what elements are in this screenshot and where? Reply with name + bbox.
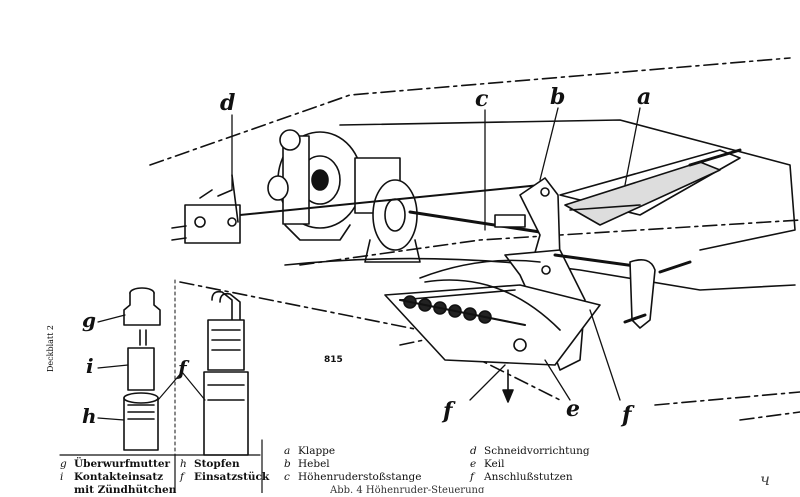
callout-c: c xyxy=(475,86,489,112)
cutting-device-d xyxy=(171,174,241,244)
leader-lines xyxy=(231,107,641,401)
callout-a: a xyxy=(637,84,652,110)
rod-c xyxy=(408,210,542,234)
flap-a xyxy=(564,161,721,226)
wing-surface xyxy=(339,119,796,251)
callout-f-right: f xyxy=(622,402,632,428)
side-label: Deckblatt 2 xyxy=(46,325,55,372)
corner-mark: ч xyxy=(760,470,770,489)
figure-caption: Abb. 4 Höhenruder-Steuerung xyxy=(330,485,485,493)
callout-e: e xyxy=(566,396,580,422)
callout-d: d xyxy=(220,90,236,116)
connector-inset xyxy=(97,279,249,456)
callout-g: g xyxy=(82,308,96,332)
legend-row: mit Zündhütchen xyxy=(74,484,177,496)
callout-h: h xyxy=(82,404,97,428)
dash-dot-outline xyxy=(149,57,800,421)
callout-i: i xyxy=(86,354,94,378)
callout-f-inset: f xyxy=(178,356,187,380)
callout-f-left: f xyxy=(443,398,453,424)
figure-number: 815 xyxy=(324,355,343,365)
springs xyxy=(399,295,526,326)
callout-b: b xyxy=(550,84,566,110)
